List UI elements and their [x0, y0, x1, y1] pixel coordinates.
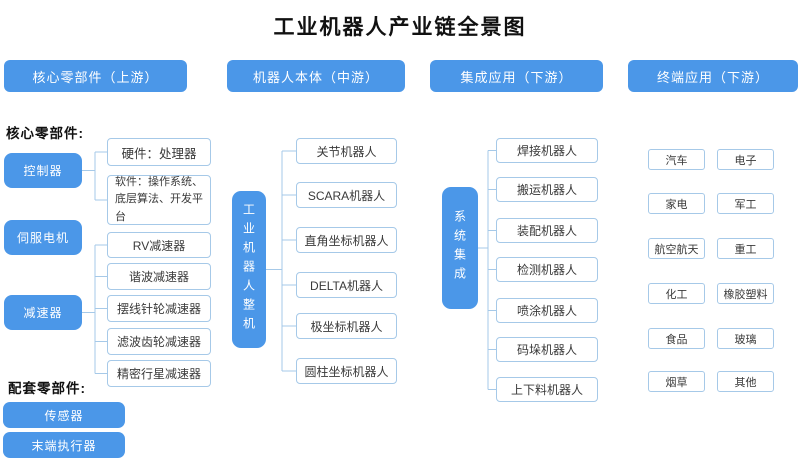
node-polar-robot: 极坐标机器人 — [296, 313, 397, 339]
app-heavy-industry: 重工 — [717, 238, 774, 259]
app-military: 军工 — [717, 193, 774, 214]
label-core-components: 核心零部件: — [6, 126, 84, 141]
app-home-appliance: 家电 — [648, 193, 705, 214]
node-handling-robot: 搬运机器人 — [496, 177, 598, 202]
page-title: 工业机器人产业链全景图 — [273, 16, 527, 39]
node-sensor: 传感器 — [3, 402, 125, 428]
node-cylindrical-robot: 圆柱坐标机器人 — [296, 358, 397, 384]
node-delta-robot: DELTA机器人 — [296, 272, 397, 298]
node-assembly-robot: 装配机器人 — [496, 218, 598, 243]
node-controller: 控制器 — [4, 153, 82, 188]
header-midstream: 机器人本体（中游） — [227, 60, 405, 92]
node-palletizing-robot: 码垛机器人 — [496, 337, 598, 362]
header-upstream: 核心零部件（上游） — [4, 60, 187, 92]
node-servo-motor: 伺服电机 — [4, 220, 82, 255]
node-system-integration: 系统集成 — [442, 187, 478, 309]
node-cycloid-pin-reducer: 摆线针轮减速器 — [107, 295, 211, 322]
node-joint-robot: 关节机器人 — [296, 138, 397, 164]
app-rubber-plastics: 橡胶塑料 — [717, 283, 774, 304]
header-terminal: 终端应用（下游） — [628, 60, 798, 92]
integration-bracket — [478, 150, 496, 390]
node-scara-robot: SCARA机器人 — [296, 182, 397, 208]
node-hardware: 硬件：处理器 — [107, 138, 211, 166]
controller-bracket — [82, 151, 107, 201]
node-loading-robot: 上下料机器人 — [496, 377, 598, 402]
app-food: 食品 — [648, 328, 705, 349]
app-automotive: 汽车 — [648, 149, 705, 170]
header-integration: 集成应用（下游） — [430, 60, 603, 92]
node-welding-robot: 焊接机器人 — [496, 138, 598, 163]
app-glass: 玻璃 — [717, 328, 774, 349]
node-cartesian-robot: 直角坐标机器人 — [296, 227, 397, 253]
label-aux-components: 配套零部件: — [8, 381, 86, 396]
reducer-bracket — [82, 244, 107, 374]
node-harmonic-reducer: 谐波减速器 — [107, 263, 211, 290]
app-tobacco: 烟草 — [648, 371, 705, 392]
app-electronics: 电子 — [717, 149, 774, 170]
app-chemical: 化工 — [648, 283, 705, 304]
node-rv-reducer: RV减速器 — [107, 232, 211, 258]
node-painting-robot: 喷涂机器人 — [496, 298, 598, 323]
robot-bracket — [266, 150, 296, 372]
node-reducer: 减速器 — [4, 295, 82, 330]
app-aerospace: 航空航天 — [648, 238, 705, 259]
node-software: 软件：操作系统、底层算法、开发平台 — [107, 175, 211, 225]
node-inspection-robot: 检测机器人 — [496, 257, 598, 282]
app-other: 其他 — [717, 371, 774, 392]
node-filter-gear-reducer: 滤波齿轮减速器 — [107, 328, 211, 355]
node-precision-planetary-reducer: 精密行星减速器 — [107, 360, 211, 387]
node-robot-complete-machine: 工业机器人整机 — [232, 191, 266, 348]
node-end-effector: 末端执行器 — [3, 432, 125, 458]
